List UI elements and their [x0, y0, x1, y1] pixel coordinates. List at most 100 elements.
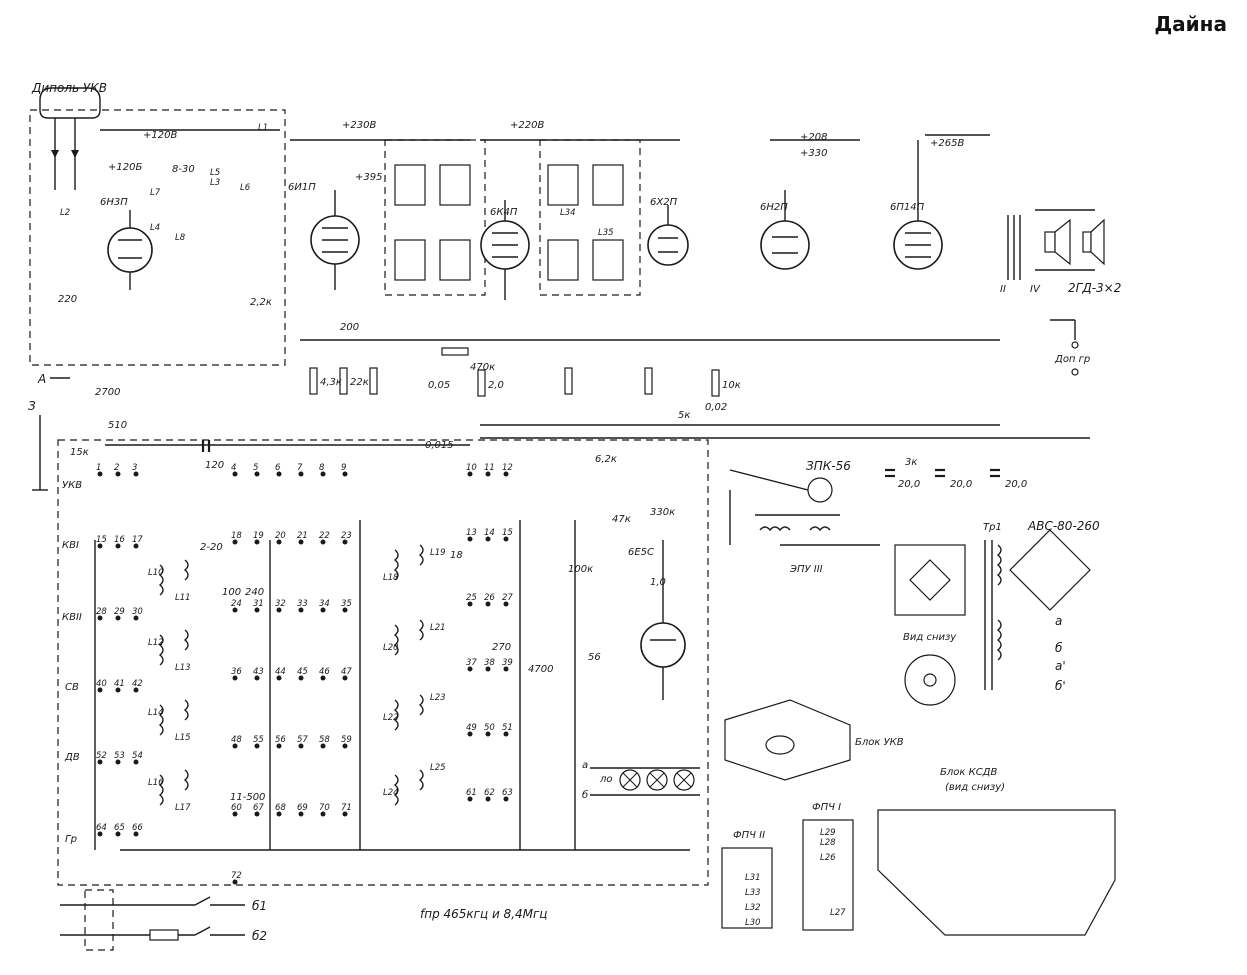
contact-number: 5	[253, 463, 258, 473]
coil-label: L16	[148, 778, 164, 788]
tube-6n3p-label: 6Н3П	[100, 197, 128, 208]
label-b230a: +230В	[342, 120, 376, 131]
lamp-a: а	[582, 760, 588, 771]
contact-number: 25	[466, 593, 477, 603]
resistor-470k: 470к	[470, 362, 495, 373]
tube-6n3p: 6Н3П	[100, 197, 153, 290]
resistor-100k: 100к	[568, 564, 593, 575]
contact-number: 2	[114, 463, 119, 473]
label-b120: +120В	[143, 130, 177, 141]
coil-label: L32	[745, 903, 761, 913]
contact-number: 69	[297, 803, 308, 813]
contact-pin	[232, 811, 238, 817]
cap-2-20: 2-20	[200, 542, 223, 553]
cap-120: 120	[205, 460, 224, 471]
resistor-43k: 4,3к	[320, 377, 342, 388]
contact-pin	[232, 879, 238, 885]
fpch2-label: ФПЧ II	[733, 830, 765, 841]
contact-number: 21	[297, 531, 308, 541]
contact-pin	[503, 796, 509, 802]
contact-pin	[115, 615, 121, 621]
contact-number: 20	[275, 531, 286, 541]
contact-pin	[320, 471, 326, 477]
ksdv-block	[877, 809, 1116, 936]
contact-number: 6	[275, 463, 281, 473]
contact-pin	[115, 687, 121, 693]
contact-number: 50	[484, 723, 495, 733]
contact-pin	[342, 675, 348, 681]
contact-pin	[467, 601, 473, 607]
contact-number: 72	[231, 871, 242, 881]
ukv-block-outline	[29, 109, 286, 366]
label-b265: +265В	[930, 138, 964, 149]
label-b230b: +220В	[510, 120, 544, 131]
label-b208: +208	[800, 132, 827, 143]
contact-number: 47	[341, 667, 352, 677]
contact-pin	[97, 831, 103, 837]
resistor-2m: 2,0	[488, 380, 504, 391]
coil-label: L30	[745, 918, 761, 928]
contact-pin	[97, 759, 103, 765]
coil-label: L17	[175, 803, 191, 813]
contact-pin	[503, 471, 509, 477]
tube-6k4p-a: 6К4П	[480, 200, 530, 300]
contact-pin	[254, 811, 260, 817]
contact-number: 28	[96, 607, 107, 617]
coil-label: L10	[148, 568, 164, 578]
page-title: Дайна	[1154, 12, 1227, 36]
contact-number: 8	[319, 463, 325, 473]
contact-pin	[254, 471, 260, 477]
if2-transformer	[547, 164, 624, 281]
coil-label: L18	[383, 573, 399, 583]
contact-pin	[467, 666, 473, 672]
ksdv-label: Блок КСДВ	[940, 767, 997, 778]
contact-number: 31	[253, 599, 264, 609]
cap-20c: 20,0	[1005, 479, 1027, 490]
cap-005: 0,05	[428, 380, 450, 391]
tube-6e5s-label: 6Е5С	[628, 547, 654, 558]
contact-pin	[276, 811, 282, 817]
rom-ii: II	[1000, 284, 1006, 295]
contact-pin	[232, 539, 238, 545]
contact-number: 63	[502, 788, 513, 798]
contact-number: 56	[275, 735, 286, 745]
contact-number: 11	[484, 463, 495, 473]
contact-pin	[276, 539, 282, 545]
tube-6n2p-label: 6Н2П	[760, 202, 788, 213]
label-b330: +330	[800, 148, 827, 159]
contact-number: 67	[253, 803, 264, 813]
contact-pin	[342, 539, 348, 545]
contact-pin	[485, 601, 491, 607]
band-dv: ДВ	[64, 752, 80, 763]
tube-6p14p: 6П14П	[890, 140, 943, 270]
resistor-10k: 10к	[722, 380, 741, 391]
coil-label: L14	[148, 708, 164, 718]
contact-number: 23	[341, 531, 352, 541]
tr-b: б	[1055, 641, 1063, 655]
contact-pin	[133, 759, 139, 765]
rom-iv: IV	[1030, 284, 1041, 295]
tr1-label: Тр1	[983, 522, 1002, 533]
coil-label: L20	[383, 643, 399, 653]
coil-label: L26	[820, 853, 836, 863]
contact-pin	[133, 543, 139, 549]
speaker-label: 2ГД-3×2	[1068, 281, 1121, 295]
contact-number: 17	[132, 535, 143, 545]
pickup-zpk	[729, 469, 833, 545]
contact-number: 36	[231, 667, 242, 677]
contact-number: 53	[114, 751, 125, 761]
cap-270: 270	[492, 642, 511, 653]
label-b1: б1	[252, 899, 267, 913]
contact-number: 29	[114, 607, 125, 617]
ksdv-sublabel: (вид снизу)	[945, 782, 1005, 793]
fpch1-block	[802, 819, 854, 931]
label-b120b: +120Б	[108, 162, 142, 173]
lamp-lo: ло	[599, 774, 613, 785]
band-labels: УКВ КВI КВII СВ ДВ Гр	[62, 480, 82, 845]
contact-pin	[342, 811, 348, 817]
tube-6e5s: 6Е5С	[628, 540, 686, 700]
cap-11-500: 11-500	[230, 792, 265, 803]
antenna-z: З	[28, 399, 36, 413]
band-kv2: КВII	[62, 612, 82, 623]
contact-pin	[276, 675, 282, 681]
